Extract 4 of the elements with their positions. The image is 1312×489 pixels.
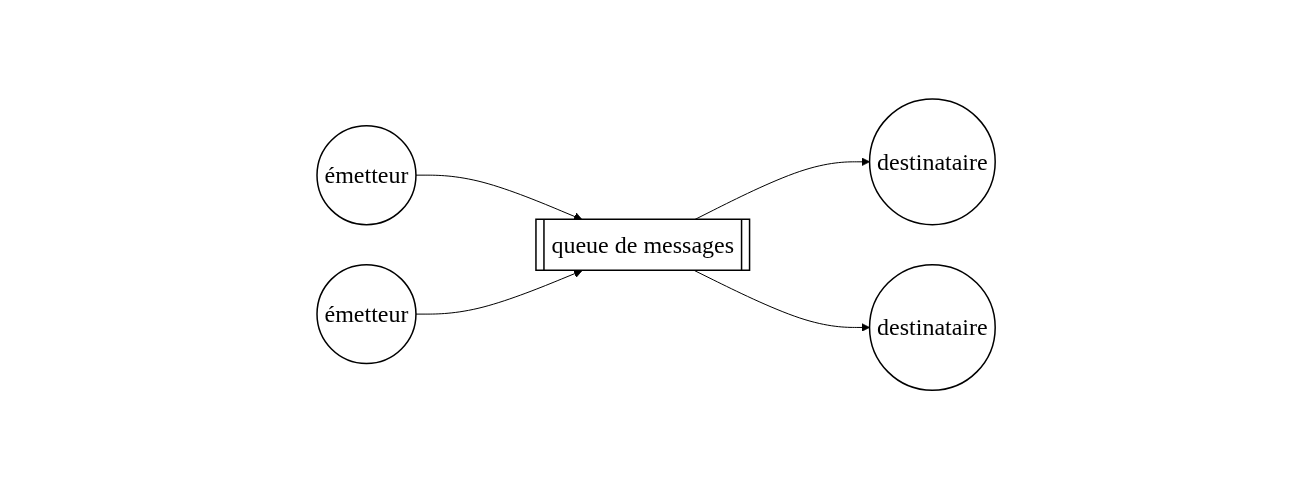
node-circle: émetteur <box>316 124 417 226</box>
node-circle: émetteur <box>316 263 417 365</box>
node-circle: destinataire <box>868 98 996 226</box>
node-circle: destinataire <box>868 263 996 391</box>
